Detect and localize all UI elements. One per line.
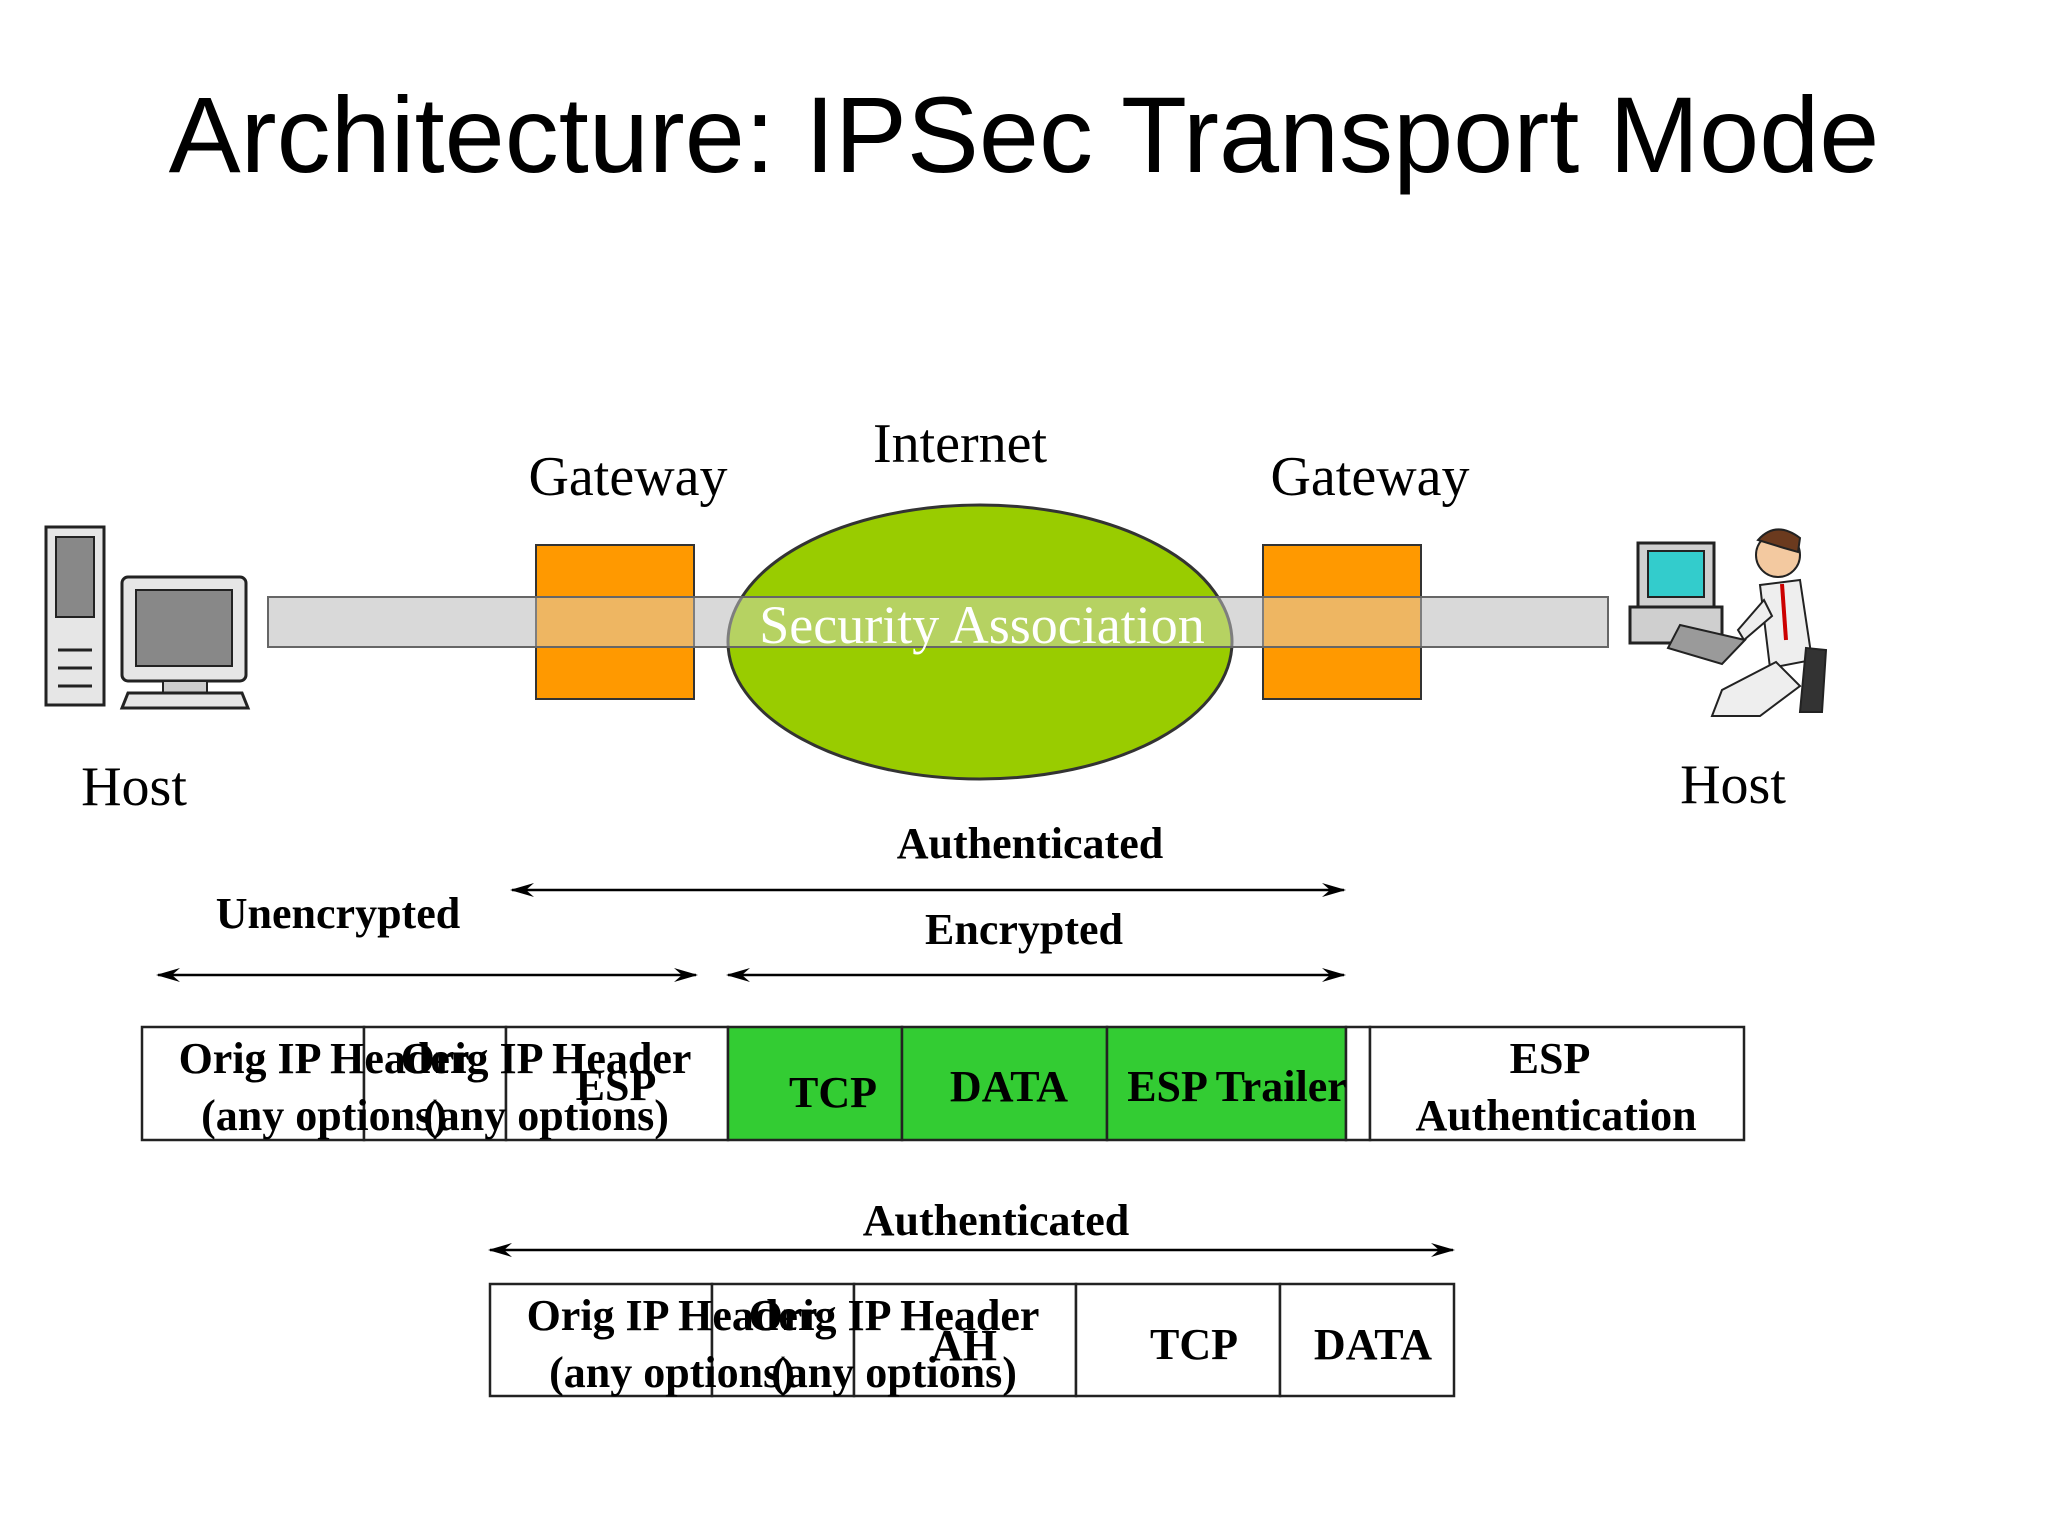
ah-authenticated-label: Authenticated [863, 1196, 1129, 1245]
gateway-left-label: Gateway [528, 446, 727, 508]
esp-gap-cell [504, 1025, 730, 1142]
gateway-right-label: Gateway [1270, 446, 1469, 508]
esp-gap2-cell [1344, 1025, 1372, 1142]
ah-data-cell [1278, 1282, 1456, 1398]
ah-overlap-cell [710, 1282, 856, 1398]
internet-label: Internet [873, 413, 1048, 475]
host-right-label: Host [1680, 754, 1786, 816]
esp-trailer-label: ESP Trailer [1127, 1062, 1347, 1111]
gateway-left-box [535, 544, 695, 700]
esp-unencrypted-label: Unencrypted [216, 889, 460, 938]
esp-authentication-cell [1368, 1025, 1746, 1142]
esp-data-cell [900, 1025, 1109, 1142]
esp-authenticated-label: Authenticated [897, 819, 1163, 868]
esp-header-cell [362, 1025, 508, 1142]
esp-orig-ip-header-overlap-line2: (any options) [423, 1091, 669, 1140]
esp-orig-ip-header-line2: (any options) [201, 1091, 447, 1140]
host-user-icon [1628, 528, 1828, 717]
ah-header-cell [852, 1282, 1078, 1398]
esp-authentication-line1: ESP [1510, 1034, 1591, 1083]
tunnel-overlay [267, 596, 1609, 648]
host-left-label: Host [81, 756, 187, 818]
ah-orig-ip-header-line2: (any options) [549, 1348, 795, 1397]
ah-tcp-label: TCP [1150, 1320, 1238, 1369]
ah-orig-ip-header-line1: Orig IP Header [527, 1291, 818, 1340]
internet-cloud [726, 503, 1234, 781]
esp-orig-ip-header-overlap-line1: Orig IP Header [401, 1034, 692, 1083]
esp-data-label: DATA [950, 1062, 1068, 1111]
esp-packet: Orig IP Header (any options) Orig IP Hea… [140, 1025, 1746, 1142]
host-computer-icon [44, 525, 251, 710]
esp-header-label: ESP [576, 1061, 657, 1110]
gateway-right-box [1262, 544, 1422, 700]
esp-tcp-label: TCP [789, 1068, 877, 1117]
esp-trailer-cell [1105, 1025, 1348, 1142]
esp-orig-ip-header-line1: Orig IP Header [179, 1034, 470, 1083]
esp-tcp-cell [726, 1025, 904, 1142]
ah-orig-ip-header-overlap-line1: Orig IP Header [749, 1291, 1040, 1340]
page-title: Architecture: IPSec Transport Mode [169, 74, 1880, 195]
ah-header-label: AH [931, 1321, 997, 1370]
esp-authentication-line2: Authentication [1415, 1091, 1696, 1140]
ah-orig-ip-header-overlap-line2: (any options) [771, 1348, 1017, 1397]
security-association-label: Security Association [759, 595, 1204, 655]
ah-data-label: DATA [1314, 1320, 1432, 1369]
esp-orig-ip-header-cell [140, 1025, 366, 1142]
ah-packet: Orig IP Header (any options) Orig IP Hea… [488, 1282, 1456, 1398]
ah-orig-ip-header-cell [488, 1282, 714, 1398]
esp-encrypted-label: Encrypted [925, 905, 1123, 954]
